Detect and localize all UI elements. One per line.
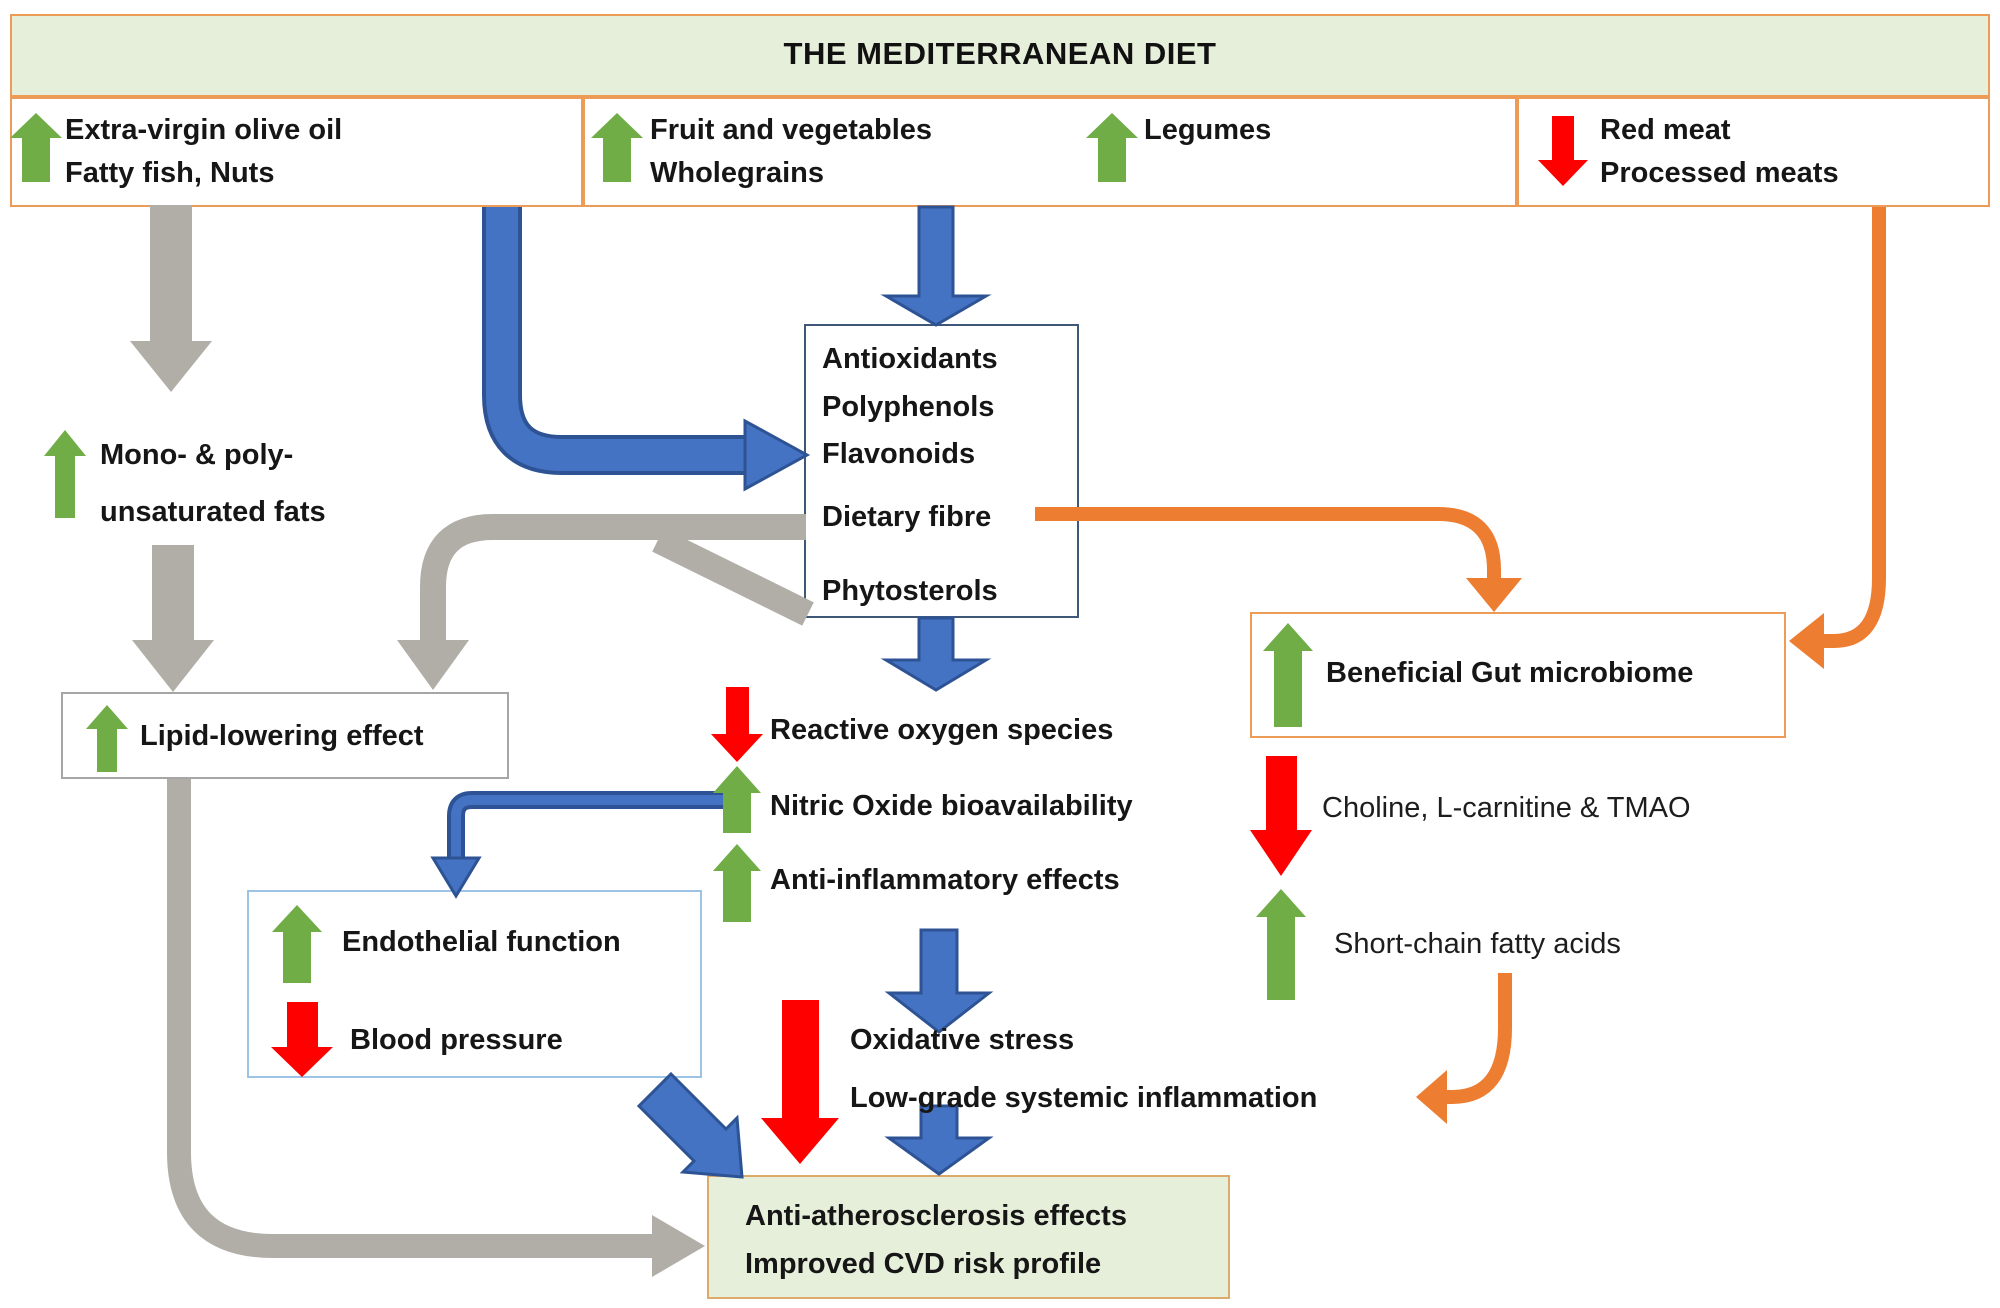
blue-down-arrow-to-outcome-icon — [884, 1104, 994, 1176]
blue-down-arrow-bioactives-to-ros-icon — [880, 616, 992, 692]
up-arrow-gut-icon — [1263, 623, 1313, 727]
ros-label: Reactive oxygen species — [770, 714, 1114, 746]
outcome-line2: Improved CVD risk profile — [745, 1248, 1102, 1280]
gray-elbow-arrowhead-icon — [397, 640, 469, 690]
orange-elbow-meats-to-gut-icon — [1824, 207, 1886, 648]
choline-tmao-label: Choline, L-carnitine & TMAO — [1322, 792, 1691, 824]
up-arrow-lipid-icon — [86, 705, 128, 772]
food-legumes-label: Legumes — [1144, 114, 1272, 146]
title-banner — [10, 14, 1990, 97]
food-box-meats — [1517, 97, 1990, 207]
gray-down-arrow-oils-to-fats-icon — [130, 205, 212, 392]
up-arrow-fats-icon — [44, 430, 86, 518]
blue-elbow-arrowhead-icon — [743, 418, 811, 492]
scfa-label: Short-chain fatty acids — [1334, 928, 1621, 960]
up-arrow-oils-icon — [10, 113, 62, 182]
blue-down-arrow-ai-to-oxidative-icon — [884, 928, 994, 1034]
bioactives-box — [804, 324, 1079, 618]
diagram-title: THE MEDITERRANEAN DIET — [783, 36, 1217, 71]
outcome-box — [707, 1175, 1230, 1299]
orange-scfa-arrowhead-icon — [1416, 1070, 1447, 1124]
blood-pressure-label: Blood pressure — [350, 1024, 563, 1056]
blue-down-arrow-plants-to-bioactives-icon — [880, 205, 992, 327]
bioactives-flavonoids: Flavonoids — [822, 438, 976, 470]
food-oils-line2: Fatty fish, Nuts — [65, 157, 275, 189]
down-arrow-meats-icon — [1538, 116, 1588, 186]
down-arrow-oxidative-icon — [761, 1000, 839, 1164]
endothelial-label: Endothelial function — [342, 926, 621, 958]
bioactives-dietary-fibre: Dietary fibre — [822, 501, 992, 533]
orange-elbow-scfa-to-inflammation-icon — [1447, 973, 1512, 1104]
nitric-oxide-label: Nitric Oxide bioavailability — [770, 790, 1133, 822]
food-plants-line2: Wholegrains — [650, 157, 825, 189]
outcome-line1: Anti-atherosclerosis effects — [745, 1200, 1127, 1232]
food-oils-line1: Extra-virgin olive oil — [65, 114, 343, 146]
up-arrow-plants-icon — [591, 113, 643, 182]
blue-diagonal-arrow-endothelial-to-outcome-icon — [636, 1071, 744, 1179]
blue-elbow-oils-to-bioactives-icon — [486, 207, 745, 471]
up-arrow-scfa-icon — [1256, 889, 1306, 1000]
bioactives-phytosterols: Phytosterols — [822, 575, 998, 607]
fats-line2: unsaturated fats — [100, 496, 326, 528]
orange-meats-arrowhead-icon — [1789, 613, 1824, 669]
anti-inflammatory-label: Anti-inflammatory effects — [770, 864, 1120, 896]
up-arrow-endothelial-icon — [272, 905, 322, 983]
blue-elbow-no-to-endothelial-fill-icon — [451, 795, 723, 858]
food-box-plants-legumes — [583, 97, 1517, 207]
gray-curve-lipid-to-outcome-icon — [167, 779, 652, 1258]
blue-elbow-oils-to-bioactives-outline-icon — [482, 207, 745, 475]
down-arrow-blood-pressure-icon — [271, 1002, 333, 1077]
food-plants-line1: Fruit and vegetables — [650, 114, 933, 146]
lipid-lowering-box — [61, 692, 509, 779]
up-arrow-anti-inflammatory-icon — [713, 844, 761, 922]
orange-fibre-arrowhead-icon — [1466, 578, 1522, 612]
down-arrow-choline-icon — [1250, 756, 1312, 876]
blue-endothelial-arrowhead-icon — [430, 856, 482, 899]
food-meats-line1: Red meat — [1600, 114, 1731, 146]
lipid-lowering-label: Lipid-lowering effect — [140, 720, 424, 752]
orange-elbow-fibre-to-gut-icon — [1035, 507, 1501, 580]
inflammation-label: Low-grade systemic inflammation — [850, 1082, 1318, 1114]
food-meats-line2: Processed meats — [1600, 157, 1839, 189]
endothelial-box — [247, 890, 702, 1078]
up-arrow-nitric-oxide-icon — [713, 766, 761, 833]
bioactives-antioxidants: Antioxidants — [822, 343, 998, 375]
oxidative-stress-label: Oxidative stress — [850, 1024, 1075, 1056]
up-arrow-legumes-icon — [1086, 113, 1138, 182]
bioactives-polyphenols: Polyphenols — [822, 391, 995, 423]
food-box-oils — [10, 97, 583, 207]
gut-microbiome-label: Beneficial Gut microbiome — [1326, 657, 1694, 689]
gut-microbiome-box — [1250, 612, 1786, 738]
blue-elbow-no-to-endothelial-icon — [447, 791, 723, 858]
gray-curve-arrowhead-icon — [652, 1215, 705, 1277]
fats-line1: Mono- & poly- — [100, 439, 294, 471]
gray-branch-phytosterols-icon — [652, 528, 814, 626]
down-arrow-ros-icon — [711, 687, 763, 762]
gray-down-arrow-fats-to-lipid-icon — [132, 545, 214, 692]
gray-elbow-dietary-fibre-to-lipid-icon — [420, 514, 806, 642]
